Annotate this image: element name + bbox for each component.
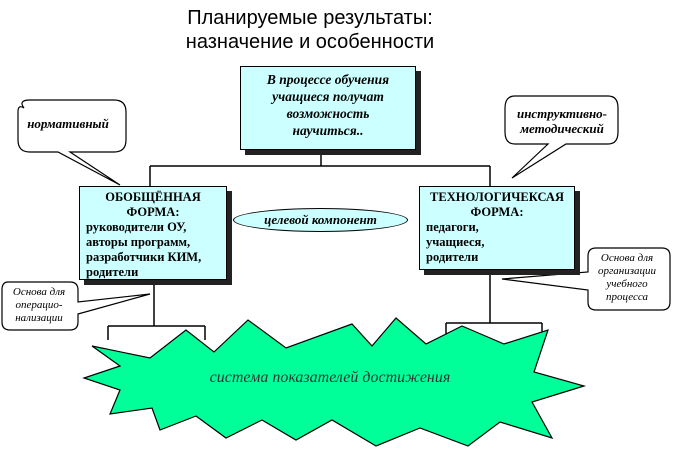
center-line-1: В процессе обучения [266,72,390,87]
center-line-3: возможность [286,106,370,121]
callout-organization-bubble [501,247,671,311]
normative-label: нормативный [27,116,109,131]
oper-line-2: операцио- [15,299,63,311]
operationalization-label: Основа для операцио- нализации [3,286,75,325]
callout-operationalization-bubble [1,281,151,331]
right-heading-2: ФОРМА: [470,205,524,219]
right-line-2: учащиеся, [426,235,485,249]
left-heading-2: ФОРМА: [126,205,180,219]
org-line-3: учебного [606,278,648,290]
instructive-line-2: методический [520,121,604,136]
right-line-3: родители [426,250,479,264]
oper-line-3: нализации [15,312,63,324]
org-line-1: Основа для [600,252,654,264]
left-line-2: авторы программ, [86,235,191,249]
oper-line-1: Основа для [12,286,66,298]
title-line-2: назначение и особенности [185,31,435,53]
instructive-label: инструктивно- методический [506,106,618,136]
instructive-line-1: инструктивно- [516,106,608,121]
right-heading-1: ТЕХНОЛОГИЧЕКСАЯ [430,190,564,204]
callout-instructive-bubble [504,95,619,179]
diagram-title: Планируемые результаты: назначение и осо… [150,6,470,54]
left-line-1: руководители ОУ, [86,220,187,234]
callout-normative-bubble [17,99,127,186]
technological-form-box: ТЕХНОЛОГИЧЕКСАЯ ФОРМА: педагоги, учащиес… [419,186,575,270]
center-line-2: учащиеся получат [272,89,384,104]
center-line-4: научиться.. [292,123,364,138]
org-line-2: организации [597,265,657,277]
goal-component-ellipse: целевой компонент [233,208,408,232]
connector-lines [107,150,543,340]
learning-outcome-box: В процессе обучения учащиеся получат воз… [240,66,416,150]
achievement-system-label: система показателей достижения [209,369,451,386]
organization-label: Основа для организации учебного процесса [586,252,668,304]
achievement-system-burst [82,317,587,447]
generalized-form-box: ОБОБЩЁННАЯ ФОРМА: руководители ОУ, автор… [79,186,227,280]
title-line-1: Планируемые результаты: [187,7,433,29]
org-line-4: процесса [606,291,648,303]
left-line-3: разработчики КИМ, [86,250,202,264]
right-line-1: педагоги, [426,220,479,234]
left-line-4: родители [86,265,139,279]
left-heading-1: ОБОБЩЁННАЯ [105,190,201,204]
